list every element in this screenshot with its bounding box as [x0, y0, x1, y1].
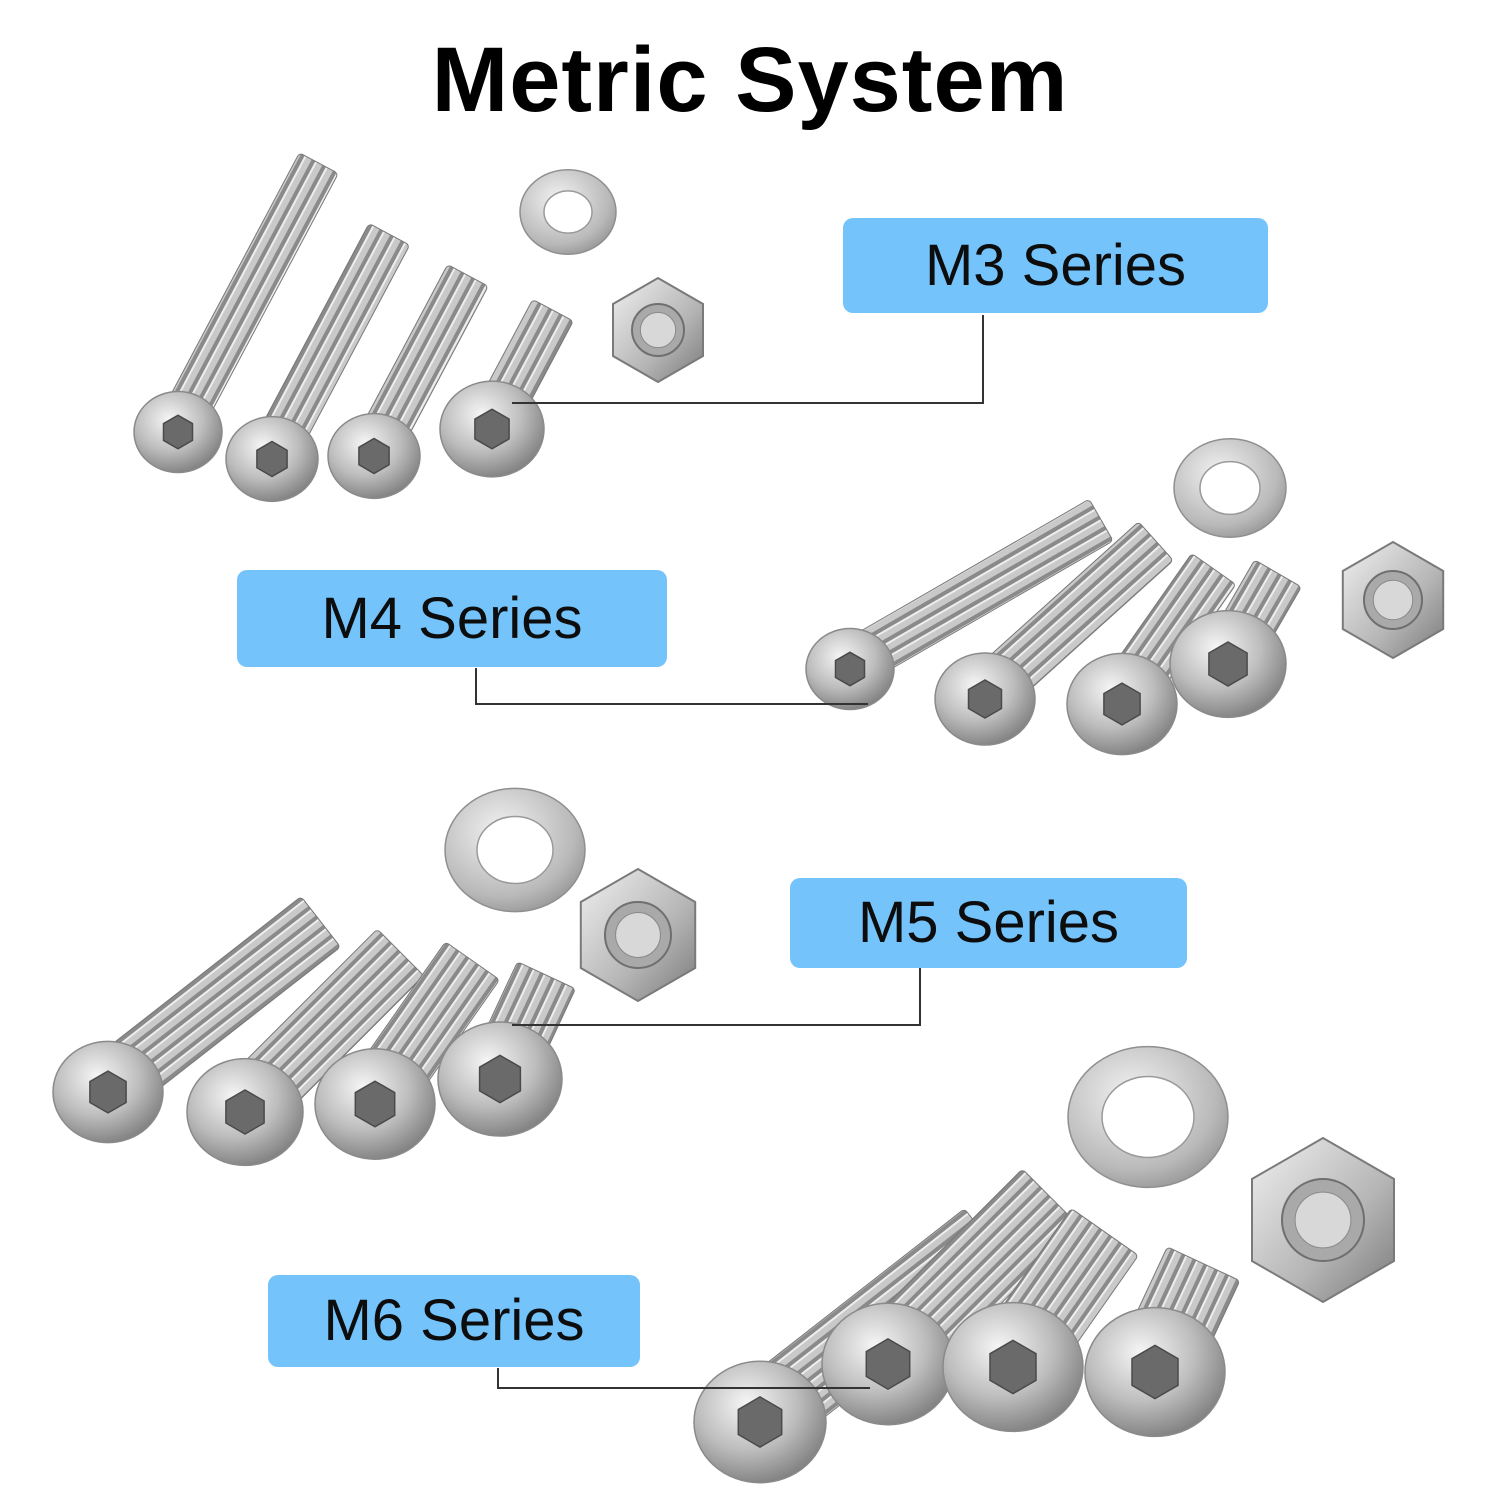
screw-icon — [225, 224, 409, 503]
screw-icon — [314, 942, 499, 1160]
hex-nut-icon — [1341, 540, 1445, 660]
page-title: Metric System — [431, 29, 1069, 131]
hex-nut-icon — [1251, 1136, 1395, 1304]
screw-icon — [439, 300, 573, 478]
leader-line-m3 — [512, 315, 984, 404]
leader-line-m6 — [497, 1368, 870, 1389]
screw-icon — [934, 522, 1173, 746]
washer-icon — [519, 169, 617, 255]
screw-icon — [1084, 1247, 1240, 1438]
washer-icon — [444, 787, 586, 913]
screw-icon — [942, 1209, 1138, 1433]
screw-icon — [805, 500, 1113, 711]
washer-icon — [1173, 437, 1287, 539]
screw-icon — [821, 1170, 1078, 1426]
screw-icon — [1066, 554, 1235, 756]
leader-line-m5 — [512, 968, 921, 1026]
washer-icon — [1067, 1045, 1229, 1189]
hex-nut-icon — [612, 276, 704, 384]
screw-icon — [52, 897, 340, 1144]
hex-nut-icon — [579, 867, 697, 1003]
label-m6-series: M6 Series — [268, 1275, 640, 1367]
label-m5-series: M5 Series — [790, 878, 1187, 968]
leader-line-m4 — [475, 668, 868, 705]
screw-icon — [1169, 560, 1301, 719]
label-m3-series: M3 Series — [843, 218, 1268, 313]
screw-icon — [186, 930, 423, 1167]
screw-icon — [327, 265, 488, 500]
screw-icon — [133, 153, 338, 474]
label-m4-series: M4 Series — [237, 570, 667, 667]
